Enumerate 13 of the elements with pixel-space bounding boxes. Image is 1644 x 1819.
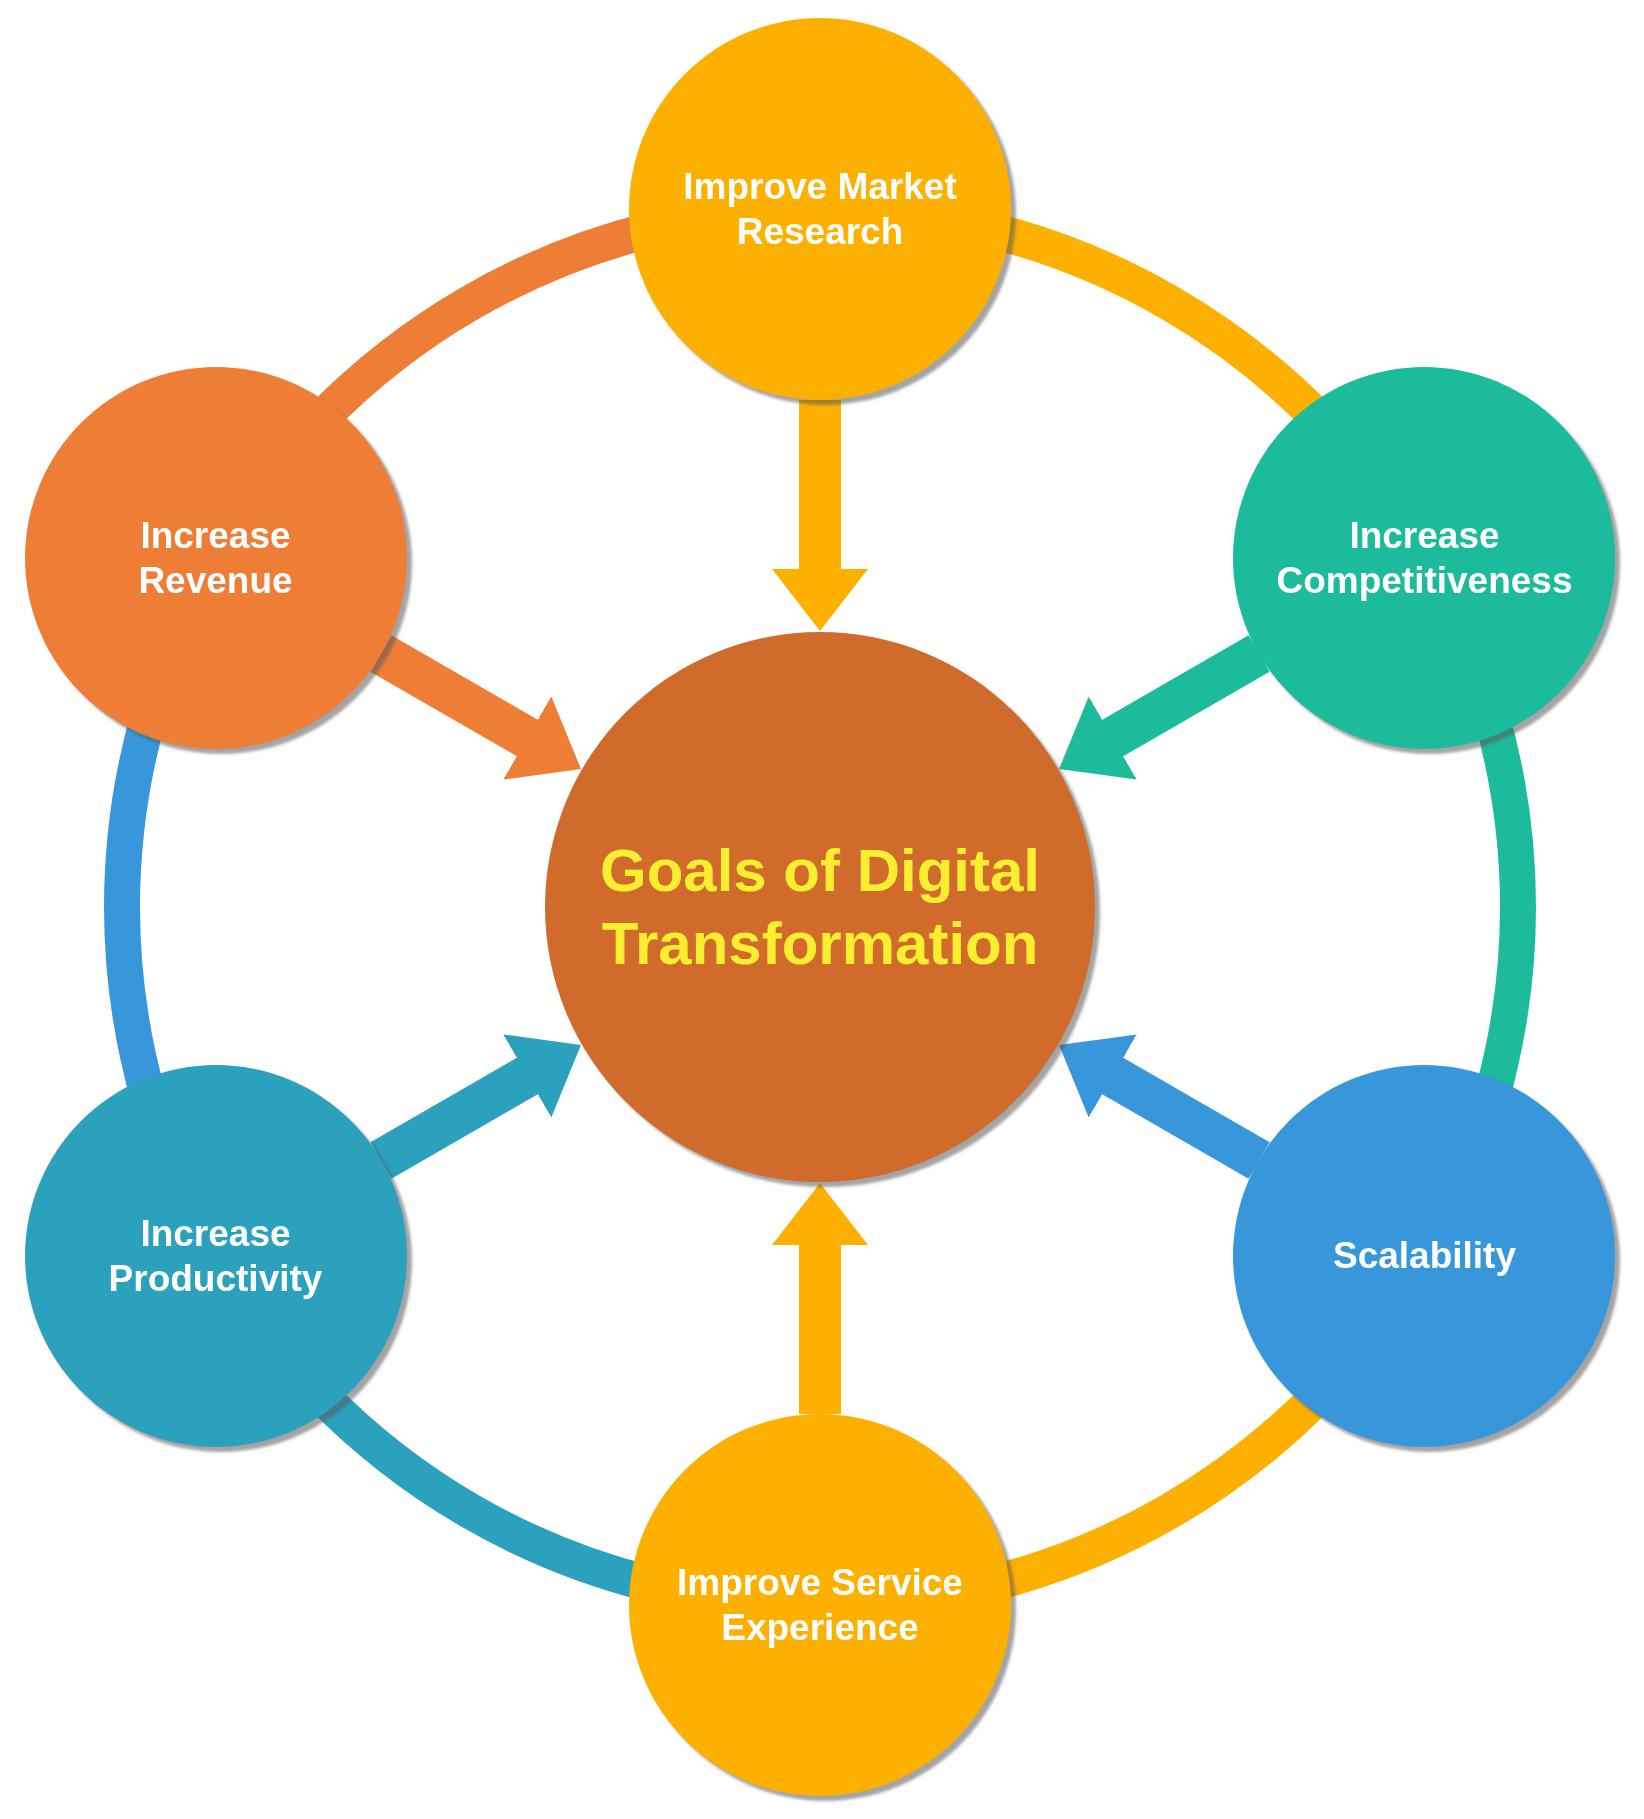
block-arrow (1059, 635, 1270, 780)
block-arrow (1059, 1034, 1270, 1179)
goal-label: Scalability (1331, 1234, 1517, 1279)
goal-label: Increase Productivity (107, 1211, 324, 1301)
goal-label: Increase Competitiveness (1275, 513, 1574, 603)
center-title: Goals of Digital Transformation (598, 835, 1041, 979)
block-arrow (370, 635, 581, 780)
goal-label: Improve Service Experience (676, 1560, 964, 1650)
goal-label: Increase Revenue (137, 513, 294, 603)
block-arrow (772, 1183, 868, 1414)
goal-label: Improve Market Research (682, 164, 958, 254)
block-arrow (772, 400, 868, 631)
block-arrow (370, 1034, 581, 1179)
